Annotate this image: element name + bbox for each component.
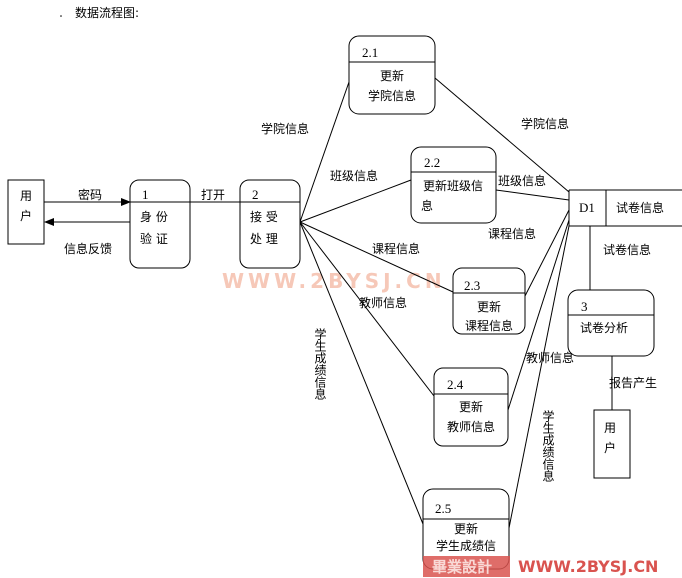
svg-text:D1: D1 bbox=[579, 200, 595, 215]
process-2-3: 2.3 更新 课程信息 bbox=[452, 267, 526, 335]
svg-text:班级信息: 班级信息 bbox=[330, 168, 378, 183]
svg-text:用: 用 bbox=[604, 421, 616, 435]
svg-text:息: 息 bbox=[421, 198, 433, 213]
svg-text:密码: 密码 bbox=[78, 187, 102, 202]
process-1-auth: 1 身 份 验 证 bbox=[129, 179, 191, 269]
svg-text:课程信息: 课程信息 bbox=[372, 241, 420, 256]
svg-text:试卷分析: 试卷分析 bbox=[580, 320, 628, 335]
svg-text:1: 1 bbox=[142, 187, 149, 202]
svg-text:试卷信息: 试卷信息 bbox=[603, 242, 651, 257]
svg-text:2.4: 2.4 bbox=[447, 377, 464, 392]
svg-text:学院信息: 学院信息 bbox=[368, 88, 416, 103]
user-entity-1: 用 户 bbox=[7, 179, 45, 245]
process-3-analysis: 3 试卷分析 bbox=[567, 289, 655, 357]
svg-text:3: 3 bbox=[581, 299, 588, 314]
svg-text:课程信息: 课程信息 bbox=[488, 226, 536, 241]
svg-text:班级信息: 班级信息 bbox=[498, 173, 546, 188]
flow-labels: 密码 信息反馈 打开 学院信息 班级信息 课程信息 教师信息 学生成绩信息 学院… bbox=[64, 116, 657, 482]
svg-text:身 份: 身 份 bbox=[140, 209, 168, 224]
svg-text:学生成绩信息: 学生成绩信息 bbox=[541, 409, 555, 482]
svg-text:报告产生: 报告产生 bbox=[609, 375, 657, 390]
svg-text:2.1: 2.1 bbox=[362, 45, 378, 60]
svg-text:2.3: 2.3 bbox=[464, 278, 480, 293]
svg-text:户: 户 bbox=[604, 440, 616, 455]
svg-text:畢業設計: 畢業設計 bbox=[432, 558, 492, 576]
svg-text:2.2: 2.2 bbox=[424, 155, 440, 170]
svg-text:处 理: 处 理 bbox=[250, 232, 278, 246]
svg-text:学生成绩信息: 学生成绩信息 bbox=[313, 327, 327, 400]
svg-text:更新: 更新 bbox=[459, 399, 483, 414]
svg-text:WWW.2BYSJ.CN: WWW.2BYSJ.CN bbox=[518, 557, 658, 576]
process-2-1: 2.1 更新 学院信息 bbox=[348, 35, 436, 115]
svg-text:教师信息: 教师信息 bbox=[447, 419, 495, 434]
svg-text:接 受: 接 受 bbox=[250, 209, 278, 224]
user-entity-2: 用 户 bbox=[593, 409, 631, 479]
svg-text:试卷信息: 试卷信息 bbox=[616, 200, 664, 215]
process-2-2: 2.2 更新班级信 息 bbox=[410, 146, 497, 224]
svg-text:用: 用 bbox=[20, 189, 32, 203]
svg-text:学院信息: 学院信息 bbox=[261, 121, 309, 136]
svg-text:教师信息: 教师信息 bbox=[526, 350, 574, 365]
svg-text:更新: 更新 bbox=[380, 68, 404, 83]
svg-text:验 证: 验 证 bbox=[140, 231, 168, 246]
svg-text:信息反馈: 信息反馈 bbox=[64, 241, 112, 256]
svg-text:课程信息: 课程信息 bbox=[465, 318, 513, 333]
datastore-d1: D1 试卷信息 bbox=[568, 189, 682, 227]
svg-text:户: 户 bbox=[20, 208, 32, 223]
process-2-5: 2.5 更新 学生成绩信 bbox=[422, 488, 510, 570]
svg-text:2.5: 2.5 bbox=[435, 501, 451, 516]
flow-lines bbox=[44, 77, 613, 529]
svg-text:2: 2 bbox=[252, 187, 259, 202]
process-2-4: 2.4 更新 教师信息 bbox=[433, 367, 509, 447]
process-2-receive: 2 接 受 处 理 bbox=[239, 179, 301, 269]
svg-text:学生成绩信: 学生成绩信 bbox=[436, 538, 496, 553]
svg-text:更新: 更新 bbox=[454, 521, 478, 536]
svg-text:学院信息: 学院信息 bbox=[521, 116, 569, 131]
diagram-title: 数据流程图: bbox=[75, 5, 139, 20]
watermark-badge: 畢業設計 WWW.2BYSJ.CN bbox=[423, 556, 658, 577]
svg-text:更新班级信: 更新班级信 bbox=[423, 178, 483, 193]
svg-text:打开: 打开 bbox=[201, 188, 225, 202]
svg-text:教师信息: 教师信息 bbox=[359, 295, 407, 310]
watermark-text: WWW.2BYSJ.CN bbox=[222, 269, 446, 293]
svg-text:更新: 更新 bbox=[477, 299, 501, 314]
